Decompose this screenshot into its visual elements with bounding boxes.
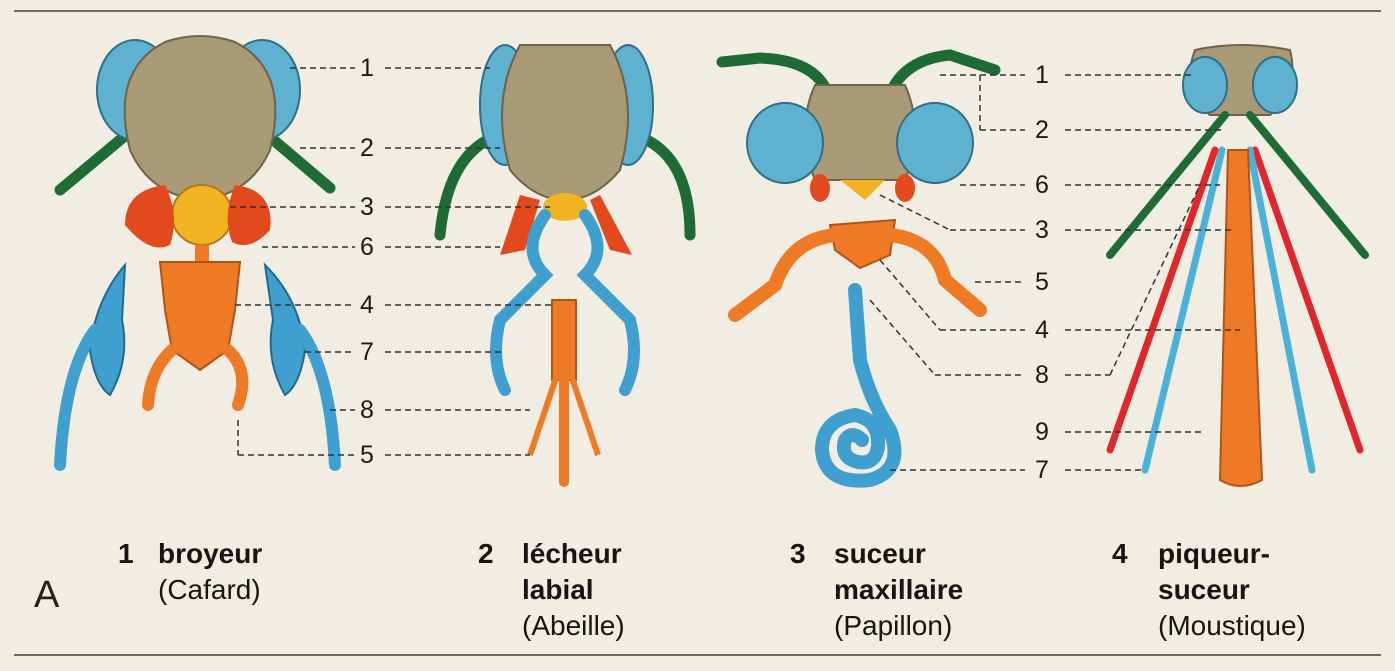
p1-head	[125, 36, 276, 200]
caption-2-title-line-2: labial	[522, 572, 742, 608]
figure-letter: A	[34, 574, 59, 617]
caption-3-number: 3	[790, 536, 806, 572]
label-4: 4	[360, 293, 374, 318]
caption-1-title: broyeur	[158, 536, 388, 572]
label-5: 5	[360, 443, 374, 468]
label-1-right: 1	[1035, 63, 1049, 88]
caption-3-title-line-2: maxillaire	[834, 572, 1084, 608]
label-8-right: 8	[1035, 363, 1049, 388]
p1-mandible-left	[125, 185, 174, 248]
label-3-right: 3	[1035, 218, 1049, 243]
caption-1-number: 1	[118, 536, 134, 572]
label-2: 2	[360, 136, 374, 161]
caption-panel-4: 4 piqueur- suceur (Moustique)	[1112, 536, 1395, 644]
panel-1-cockroach	[60, 36, 335, 465]
caption-2-title-line-1: lécheur	[522, 536, 742, 572]
leader-lines	[230, 68, 1240, 470]
p3-eye-left	[747, 103, 823, 183]
label-6-right: 6	[1035, 173, 1049, 198]
bottom-border-line	[14, 654, 1381, 656]
label-7-right: 7	[1035, 458, 1049, 483]
caption-4-number: 4	[1112, 536, 1128, 572]
label-5-right: 5	[1035, 270, 1049, 295]
p4-eye-right	[1253, 57, 1297, 113]
p3-labrum	[840, 180, 885, 200]
p2-labium	[552, 300, 576, 380]
label-2-right: 2	[1035, 118, 1049, 143]
label-3: 3	[360, 195, 374, 220]
caption-3-title-line-1: suceur	[834, 536, 1084, 572]
caption-panel-3: 3 suceur maxillaire (Papillon)	[790, 536, 1084, 644]
label-1: 1	[360, 56, 374, 81]
caption-panel-2: 2 lécheur labial (Abeille)	[478, 536, 742, 644]
panel-4-mosquito	[1110, 45, 1365, 486]
p4-labium	[1220, 150, 1262, 486]
caption-2-subtitle: (Abeille)	[522, 608, 742, 644]
p1-labrum	[172, 185, 232, 245]
panel-3-butterfly	[722, 55, 995, 481]
panel-2-bee	[440, 45, 690, 482]
p2-head	[502, 45, 628, 200]
label-7: 7	[360, 340, 374, 365]
caption-4-title-line-1: piqueur-	[1158, 536, 1395, 572]
p1-mandible-right	[228, 185, 271, 245]
p3-eye-right	[897, 103, 973, 183]
caption-4-title-line-2: suceur	[1158, 572, 1395, 608]
caption-1-subtitle: (Cafard)	[158, 572, 388, 608]
p3-labium	[830, 220, 895, 268]
label-6: 6	[360, 235, 374, 260]
caption-panel-1: 1 broyeur (Cafard)	[118, 536, 388, 608]
caption-3-subtitle: (Papillon)	[834, 608, 1084, 644]
caption-2-number: 2	[478, 536, 494, 572]
caption-4-subtitle: (Moustique)	[1158, 608, 1395, 644]
label-9-right: 9	[1035, 420, 1049, 445]
p3-proboscis	[822, 290, 895, 481]
label-4-right: 4	[1035, 318, 1049, 343]
p4-eye-left	[1183, 57, 1227, 113]
label-8: 8	[360, 398, 374, 423]
